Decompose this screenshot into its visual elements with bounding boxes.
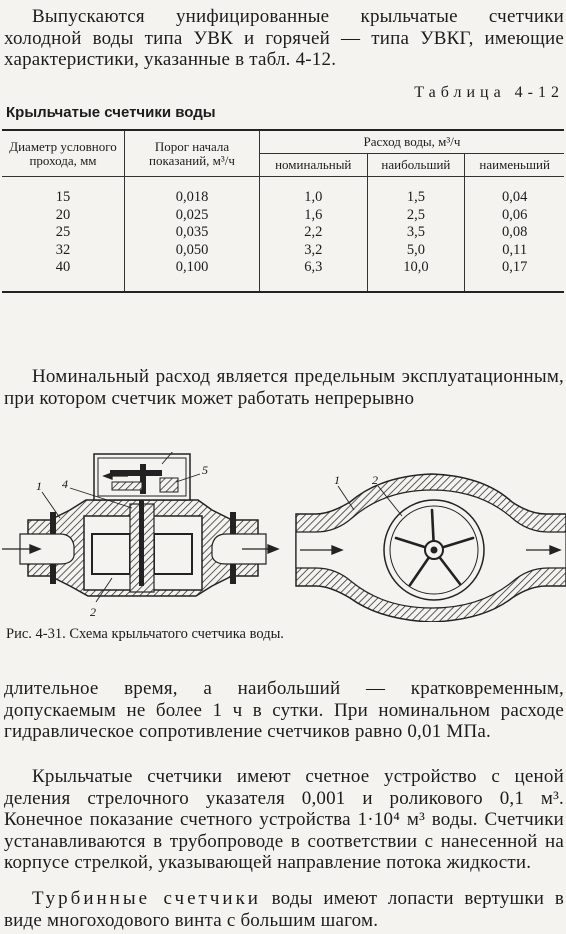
cell-diameter: 32 xyxy=(2,241,125,259)
fig-label-1-right: 1 xyxy=(334,473,340,487)
cell-diameter: 40 xyxy=(2,259,125,292)
col-min-header: наименьший xyxy=(464,153,564,177)
cell-min: 0,17 xyxy=(464,259,564,292)
meter-section-right xyxy=(295,473,566,622)
cell-max: 10,0 xyxy=(366,259,466,292)
paragraph-duration: длительное время, а наибольший — кратков… xyxy=(4,678,564,742)
fig-label-4: 4 xyxy=(62,477,68,491)
meter-section-left xyxy=(2,452,280,603)
cell-threshold: 0,100 xyxy=(124,259,260,292)
col-threshold-header: Порог начала показаний, м³/ч xyxy=(124,129,260,177)
paragraph-counter: Крыльчатые счетчики имеют счетное устрой… xyxy=(4,766,564,873)
fig-label-2: 2 xyxy=(90,605,96,619)
cell-diameter: 20 xyxy=(2,206,125,224)
cell-max: 2,5 xyxy=(366,206,466,224)
cell-max: 3,5 xyxy=(366,224,466,242)
paragraph-turbine: Турбинные счетчики воды имеют лопасти ве… xyxy=(4,888,564,931)
paragraph-nominal: Номинальный расход является предельным э… xyxy=(4,366,564,409)
col-nominal-header: номинальный xyxy=(259,153,368,177)
table-title: Крыльчатые счетчики воды xyxy=(6,104,216,121)
cell-nominal: 1,6 xyxy=(259,206,368,224)
fig-label-1: 1 xyxy=(36,479,42,493)
cell-diameter: 15 xyxy=(2,176,125,207)
col-max-header: наибольший xyxy=(366,153,466,177)
cell-nominal: 6,3 xyxy=(259,259,368,292)
turbine-heading: Турбинные счетчики xyxy=(32,888,261,909)
cell-threshold: 0,035 xyxy=(124,224,260,242)
meters-table: Диаметр условного прохода, мм Порог нача… xyxy=(2,129,564,293)
col-flow-header: Расход воды, м³/ч xyxy=(259,129,564,154)
meter-diagram: 1 2 3 4 5 1 2 xyxy=(2,452,566,622)
cell-max: 1,5 xyxy=(366,176,466,207)
cell-nominal: 1,0 xyxy=(259,176,368,207)
table-number: Таблица 4-12 xyxy=(414,84,564,101)
cell-min: 0,08 xyxy=(464,224,564,242)
turbine-text: воды имеют лопасти вертушки в виде много… xyxy=(4,888,564,931)
paragraph-intro: Выпускаются унифицированные крыльчатые с… xyxy=(4,6,564,70)
cell-threshold: 0,050 xyxy=(124,241,260,259)
cell-threshold: 0,025 xyxy=(124,206,260,224)
cell-diameter: 25 xyxy=(2,224,125,242)
cell-min: 0,04 xyxy=(464,176,564,207)
fig-label-5: 5 xyxy=(202,463,208,477)
col-diameter-header: Диаметр условного прохода, мм xyxy=(2,129,125,177)
figure-caption: Рис. 4-31. Схема крыльчатого счетчика во… xyxy=(6,626,284,642)
cell-nominal: 3,2 xyxy=(259,241,368,259)
cell-min: 0,06 xyxy=(464,206,564,224)
fig-label-2-right: 2 xyxy=(372,473,378,487)
cell-max: 5,0 xyxy=(366,241,466,259)
cell-min: 0,11 xyxy=(464,241,564,259)
cell-threshold: 0,018 xyxy=(124,176,260,207)
cell-nominal: 2,2 xyxy=(259,224,368,242)
